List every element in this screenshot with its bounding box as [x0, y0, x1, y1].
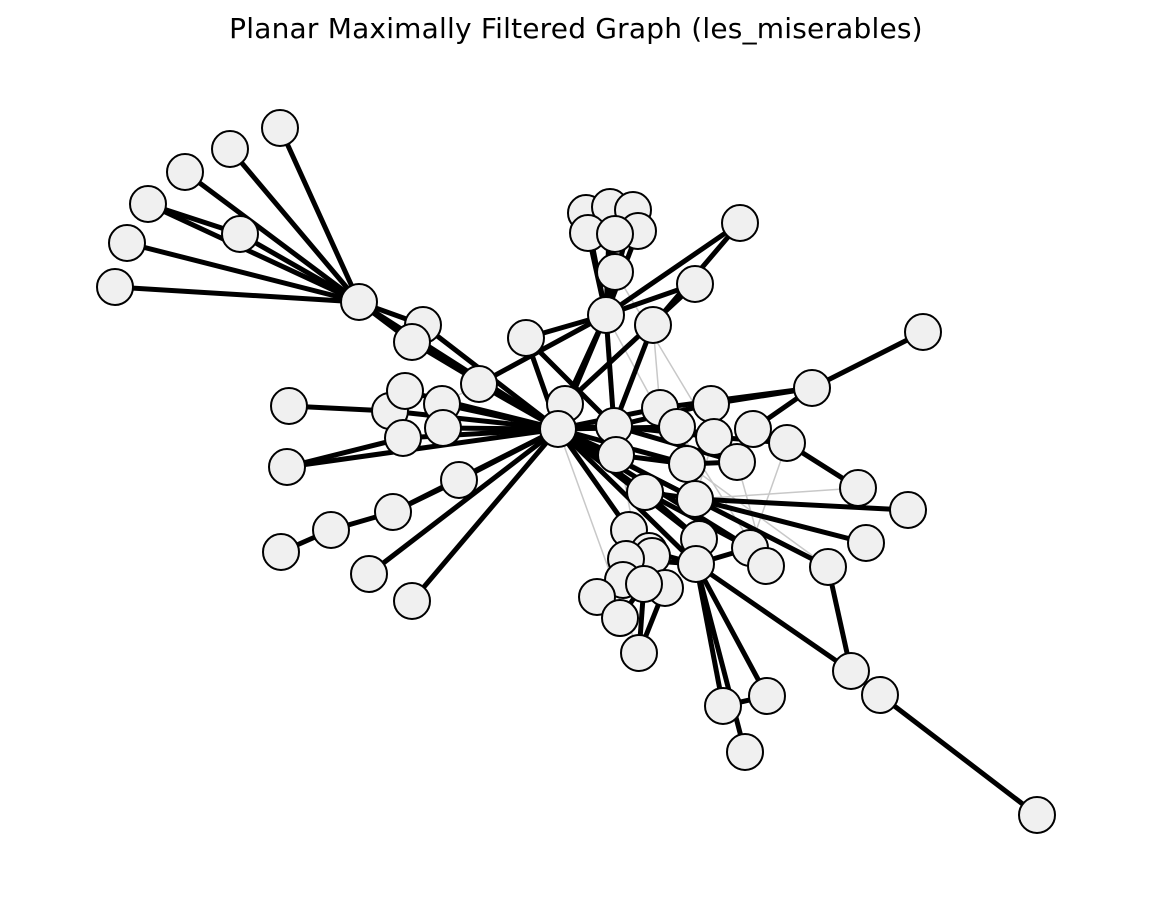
graph-node	[658, 408, 696, 446]
strong-edge	[810, 329, 925, 391]
graph-node	[384, 419, 422, 457]
graph-node	[768, 424, 806, 462]
strong-edge	[659, 385, 813, 411]
graph-node	[625, 565, 663, 603]
graph-node	[261, 109, 299, 147]
graph-node	[748, 677, 786, 715]
strong-edge	[694, 561, 853, 674]
graph-node	[695, 418, 733, 456]
strong-edge	[441, 401, 559, 432]
graph-node	[587, 296, 625, 334]
graph-node	[676, 480, 714, 518]
graph-node	[747, 547, 785, 585]
strong-edge	[563, 282, 697, 406]
graph-node	[620, 634, 658, 672]
graph-node	[839, 469, 877, 507]
strong-edge	[477, 312, 608, 387]
graph-node	[861, 676, 899, 714]
graph-node	[221, 215, 259, 253]
strong-edge	[238, 231, 361, 305]
graph-node	[211, 130, 249, 168]
strong-edge	[183, 169, 361, 305]
graph-node	[718, 443, 756, 481]
strong-edge	[693, 562, 770, 698]
nodes-layer	[96, 109, 1056, 834]
graph-node	[793, 369, 831, 407]
strong-edge	[442, 425, 559, 432]
strong-edge	[410, 427, 560, 603]
strong-edge	[286, 426, 559, 470]
strong-edge	[694, 496, 867, 546]
graph-node	[904, 313, 942, 351]
strong-edge	[367, 427, 560, 576]
strong-edge	[126, 240, 360, 305]
graph-node	[692, 385, 730, 423]
strong-edge	[146, 201, 361, 305]
graph-node	[350, 555, 388, 593]
graph-node	[626, 473, 664, 511]
strong-edge	[555, 427, 632, 532]
graph-node	[634, 306, 672, 344]
strong-edge	[389, 408, 559, 432]
graph-node	[726, 733, 764, 771]
strong-edge	[693, 563, 748, 753]
graph-node	[596, 215, 634, 253]
graph-node	[374, 493, 412, 531]
graph-node	[539, 410, 577, 448]
graph-node	[166, 153, 204, 191]
graph-node	[734, 410, 772, 448]
graph-node	[393, 323, 431, 361]
graph-node	[832, 652, 870, 690]
chart-title: Planar Maximally Filtered Graph (les_mis…	[229, 12, 923, 45]
graph-node	[262, 533, 300, 571]
graph-node	[96, 268, 134, 306]
strong-edge	[878, 693, 1039, 817]
graph-node	[460, 365, 498, 403]
graph-node	[1018, 796, 1056, 834]
graph-node	[393, 582, 431, 620]
strong-edge	[694, 496, 909, 513]
graph-node	[704, 687, 742, 725]
graph-node	[312, 511, 350, 549]
strong-edge	[228, 147, 361, 304]
graph-node	[507, 319, 545, 357]
graph-node	[676, 265, 714, 303]
strong-edge	[114, 284, 360, 305]
graph-node	[601, 599, 639, 637]
graph-node	[597, 436, 635, 474]
graph-node	[340, 283, 378, 321]
graph-node	[108, 224, 146, 262]
strong-edge	[604, 220, 742, 318]
graph-node	[668, 445, 706, 483]
graph-node	[847, 524, 885, 562]
graph-node	[440, 461, 478, 499]
graph-node	[129, 185, 167, 223]
graph-node	[721, 204, 759, 242]
graph-node	[889, 491, 927, 529]
graph-node	[809, 548, 847, 586]
strong-edge	[643, 489, 752, 551]
graph-node	[677, 545, 715, 583]
strong-edge	[277, 126, 362, 304]
graph-node	[270, 387, 308, 425]
graph-node	[596, 253, 634, 291]
graph-node	[386, 372, 424, 410]
graph-node	[268, 448, 306, 486]
graph-node	[424, 409, 462, 447]
